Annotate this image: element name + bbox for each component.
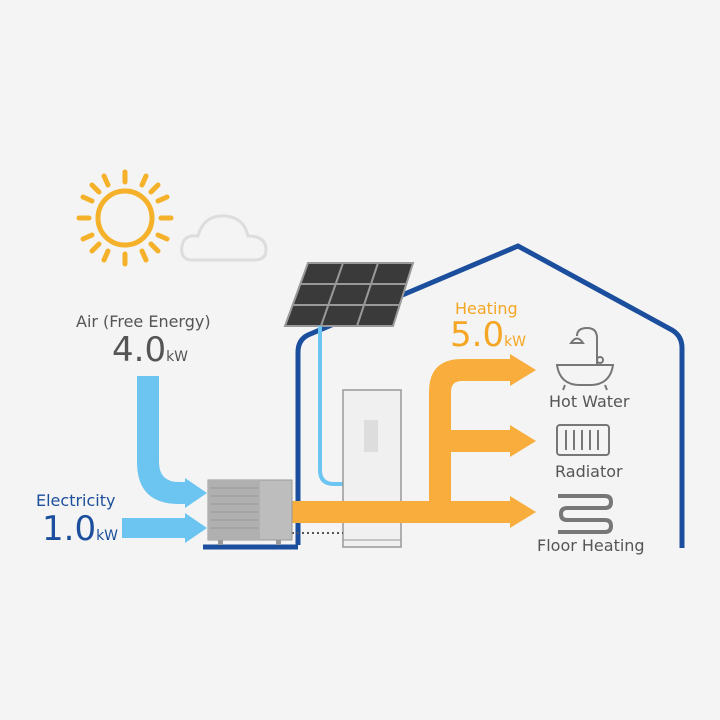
heating-value: 5.0: [450, 315, 505, 355]
bathtub-icon: [555, 326, 615, 391]
air-unit: kW: [166, 349, 189, 365]
air-value-group: 4.0kW: [112, 330, 188, 370]
indoor-unit: [342, 389, 402, 548]
cloud-icon: [180, 214, 268, 262]
heating-value-group: 5.0kW: [450, 315, 526, 355]
air-value: 4.0: [112, 330, 167, 370]
electricity-value: 1.0: [42, 509, 97, 549]
air-flow: [122, 376, 207, 543]
heating-unit: kW: [504, 334, 527, 350]
house-outline: [295, 243, 685, 548]
heating-label: Heating: [455, 299, 518, 318]
heat-flow: [290, 354, 536, 528]
floor-heating-label: Floor Heating: [537, 536, 645, 555]
sun-icon: [76, 169, 174, 267]
electricity-unit: kW: [96, 528, 119, 544]
solar-panel-icon: [283, 262, 415, 327]
electricity-value-group: 1.0kW: [42, 509, 118, 549]
radiator-label: Radiator: [555, 462, 623, 481]
electricity-label: Electricity: [36, 491, 116, 510]
radiator-icon: [556, 424, 610, 456]
solar-pipe: [318, 326, 343, 486]
floor-heating-icon: [558, 494, 614, 534]
air-label: Air (Free Energy): [76, 312, 211, 331]
heat-pump-outdoor-unit: [207, 479, 293, 545]
hot-water-label: Hot Water: [549, 392, 630, 411]
